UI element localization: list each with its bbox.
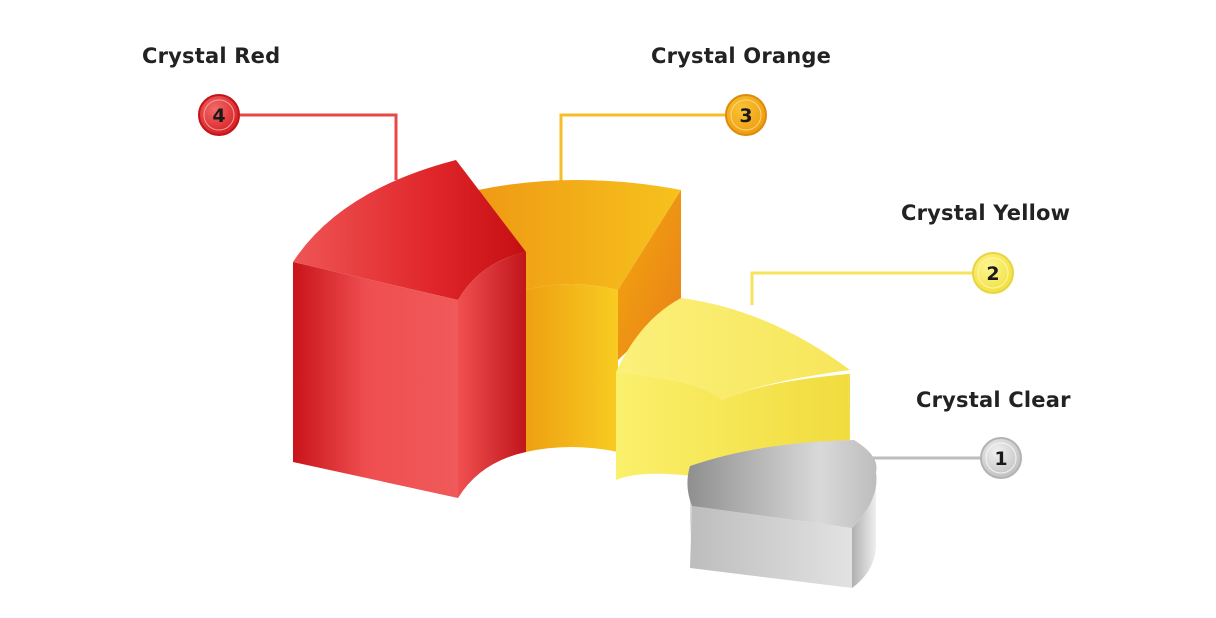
red-inner [458,252,526,498]
yellow-top [616,298,850,400]
connector-red [240,113,398,180]
label-crystal-orange: Crystal Orange [651,44,832,68]
label-crystal-red: Crystal Red [142,44,281,68]
badge-1-number: 1 [994,448,1007,470]
label-crystal-yellow: Crystal Yellow [901,201,1071,225]
connector-lines [240,113,985,460]
segment-crystal-yellow [616,298,850,480]
red-top [293,160,526,300]
segment-crystal-clear [687,440,877,588]
segment-crystal-red [293,160,526,498]
badge-2-number: 2 [986,263,999,285]
grey-front [690,506,852,588]
badge-4-number: 4 [212,105,225,127]
orange-inner [526,284,618,452]
connector-orange [559,113,726,182]
yellow-right [848,374,850,440]
yellow-front [616,372,850,480]
badge-4: 4 [198,94,240,136]
badge-1: 1 [980,437,1022,479]
badge-3: 3 [725,94,767,136]
orange-top [478,180,681,290]
badge-2: 2 [972,252,1014,294]
label-crystal-clear: Crystal Clear [916,388,1071,412]
grey-side [852,472,877,588]
badge-3-number: 3 [739,105,752,127]
segment-crystal-orange [478,180,681,452]
grey-top [687,440,877,528]
red-front [293,262,458,498]
orange-side [618,190,681,360]
connector-yellow [750,271,975,305]
